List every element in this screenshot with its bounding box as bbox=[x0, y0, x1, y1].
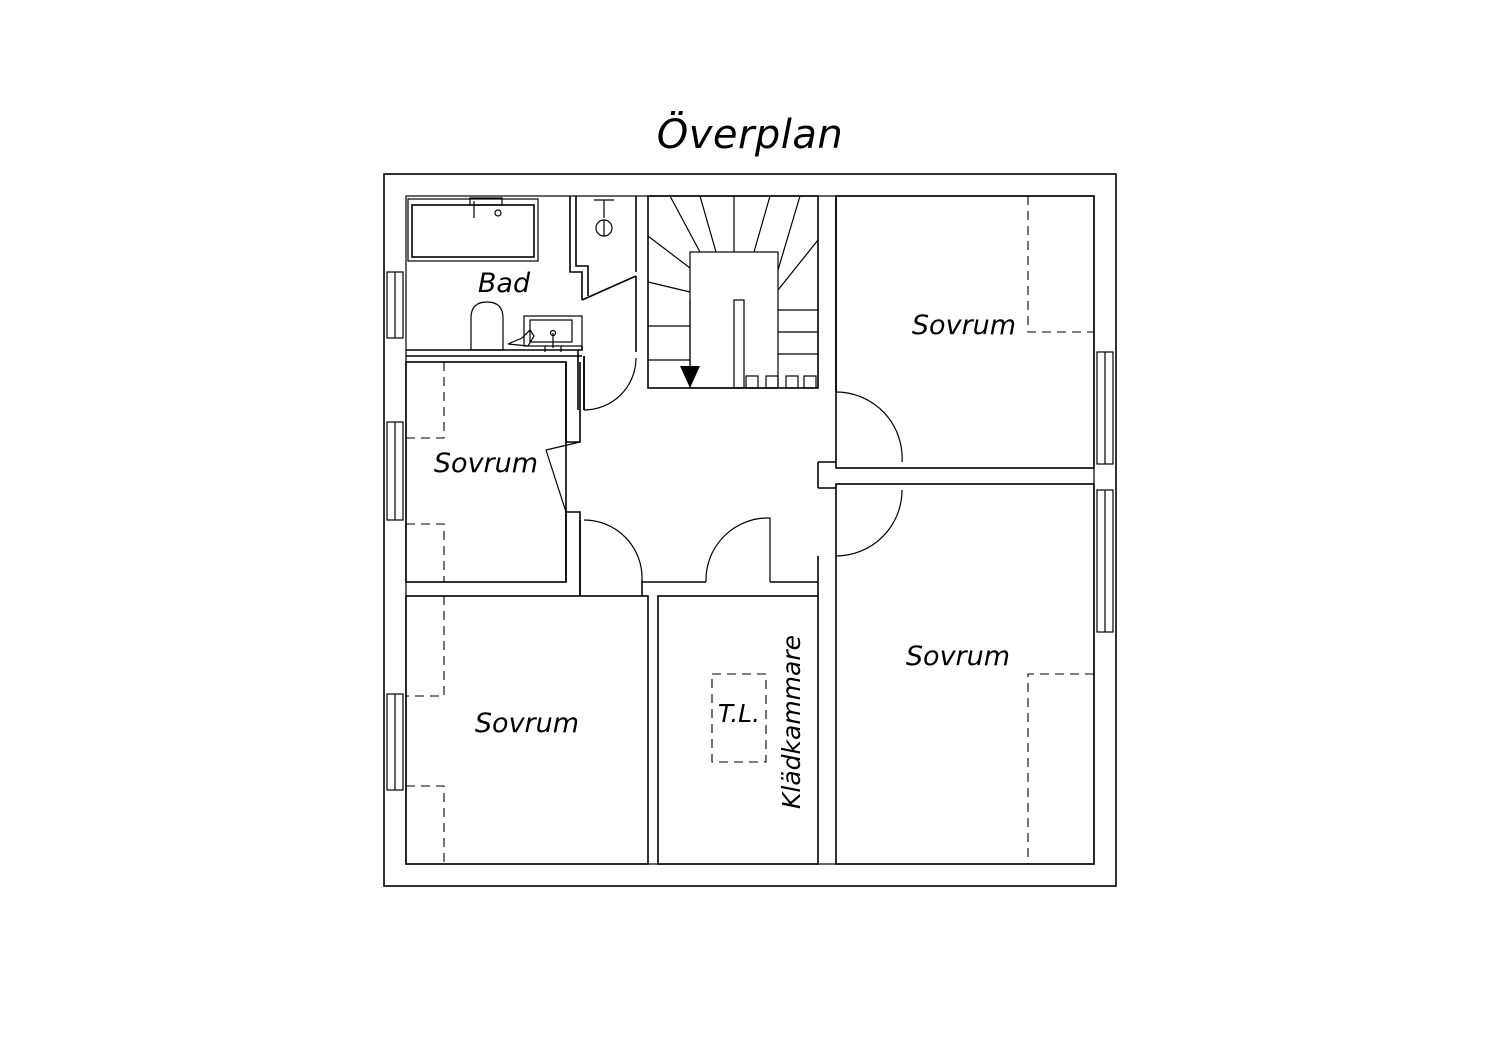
room-label-sovrum-left-middle: Sovrum bbox=[434, 448, 538, 479]
label-tl: T.L. bbox=[718, 699, 760, 728]
shower bbox=[569, 196, 637, 411]
room-label-kladkammare: Klädkammare bbox=[777, 635, 806, 809]
plan-title: Överplan bbox=[656, 112, 844, 158]
windows bbox=[386, 271, 1114, 791]
room-label-sovrum-bottom-right: Sovrum bbox=[906, 641, 1010, 672]
bedroom-left-middle bbox=[405, 361, 581, 596]
room-label-sovrum-bottom-left: Sovrum bbox=[475, 708, 579, 739]
stair-direction-arrow bbox=[680, 366, 700, 388]
bedroom-bottom-right bbox=[835, 483, 1095, 865]
bedroom-bottom-left bbox=[405, 519, 649, 865]
walk-in-closet bbox=[642, 517, 819, 865]
bathroom bbox=[406, 197, 585, 410]
staircase bbox=[647, 195, 819, 389]
room-label-sovrum-top-right: Sovrum bbox=[912, 310, 1016, 341]
bedroom-top-right bbox=[817, 195, 1095, 489]
room-label-bad: Bad bbox=[478, 268, 531, 299]
